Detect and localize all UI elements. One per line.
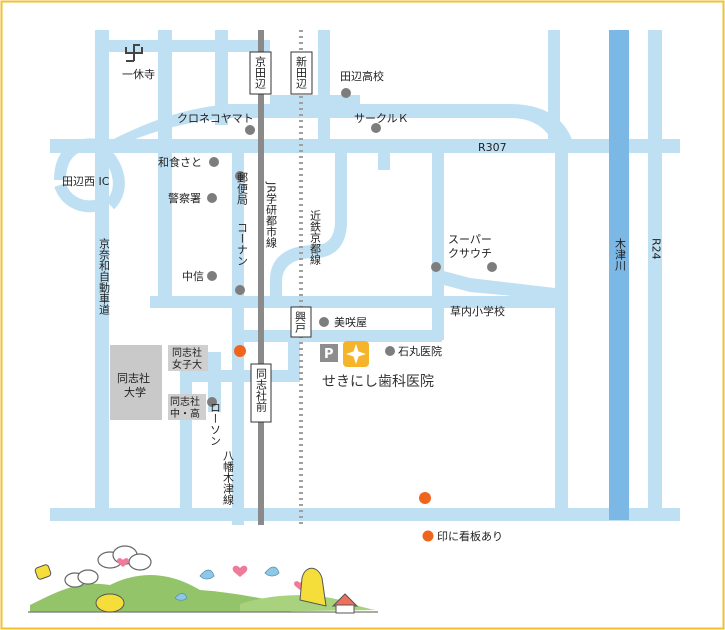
jr-line	[258, 30, 264, 525]
kizugawa-label: 木津川	[614, 238, 627, 271]
doshisha-joshi-block	[168, 345, 208, 371]
jr-line-label: JR学研都市線	[265, 181, 278, 248]
yawata-kizu-label: 八幡木津線	[222, 450, 235, 505]
legend: 印に看板あり	[422, 529, 503, 543]
kintetsu-line-label: 近鉄京都線	[309, 210, 322, 265]
label-lawson: ローソン	[209, 402, 222, 446]
label-doshisha-joshi-2: 女子大	[172, 358, 202, 371]
signboard-marker-1	[234, 345, 246, 357]
manji-icon	[125, 44, 143, 62]
label-doshisha-univ-2: 大学	[124, 385, 146, 399]
interchange-loop	[54, 138, 125, 213]
label-kusauchi: クサウチ	[448, 247, 492, 260]
cloud-icon	[64, 545, 152, 588]
parking-icon: P	[320, 344, 338, 362]
sparkle-icon	[343, 341, 369, 367]
label-doshisha-chuko-1: 同志社	[170, 395, 200, 408]
signboard-marker-2	[419, 492, 431, 504]
label-mikoya: 美咲屋	[334, 315, 367, 329]
label-washoku: 和食さと	[158, 155, 202, 169]
svg-text:同志社前: 同志社前	[255, 368, 268, 413]
label-super: スーパー	[448, 233, 492, 246]
svg-text:P: P	[324, 347, 334, 362]
decorative-illustration	[28, 545, 378, 614]
bird-icon	[174, 566, 280, 601]
label-circle-k: サークルＫ	[354, 112, 409, 125]
station-shintanabe: 新田辺	[290, 51, 313, 95]
station-kodo: 興戸	[290, 306, 312, 338]
label-doshisha-chuko-2: 中・高	[170, 407, 200, 420]
r307-label: R307	[478, 141, 507, 154]
label-yubinkyoku: 郵便局	[236, 172, 249, 206]
label-clinic: せきにし歯科医院	[322, 374, 434, 390]
label-kuroneko: クロネコヤマト	[177, 112, 254, 125]
legend-text: 印に看板あり	[437, 529, 503, 543]
svg-text:興戸: 興戸	[294, 311, 307, 334]
label-keisatsu: 警察署	[168, 191, 201, 205]
station-doshishamae: 同志社前	[250, 363, 272, 423]
label-ikkyuji: 一休寺	[122, 68, 155, 81]
orange-dot-icon	[422, 530, 434, 542]
kizugawa-river	[609, 30, 629, 520]
doshisha-univ-block	[110, 345, 162, 420]
poi-dots	[207, 88, 497, 407]
r24-label: R24	[650, 238, 663, 260]
label-ishimaru: 石丸医院	[398, 344, 442, 358]
tanabe-nishi-ic-label: 田辺西 IC	[62, 175, 110, 188]
label-konan: コーナン	[236, 222, 249, 266]
label-doshisha-joshi-1: 同志社	[172, 346, 202, 359]
house-icon	[331, 593, 359, 614]
label-kusauchi-school: 草内小学校	[450, 304, 505, 318]
station-kyotanabe: 京田辺	[249, 51, 272, 95]
mascot-icon	[34, 564, 327, 613]
svg-text:京田辺: 京田辺	[254, 55, 267, 89]
label-doshisha-univ-1: 同志社	[117, 371, 150, 385]
label-tanabe-koko: 田辺高校	[340, 69, 384, 83]
doshisha-chuko-block	[168, 394, 206, 420]
keinawa-label: 京奈和自動車道	[98, 237, 111, 315]
svg-text:新田辺: 新田辺	[295, 55, 308, 89]
hill-shape	[30, 574, 290, 612]
label-chushin: 中信	[182, 270, 204, 283]
